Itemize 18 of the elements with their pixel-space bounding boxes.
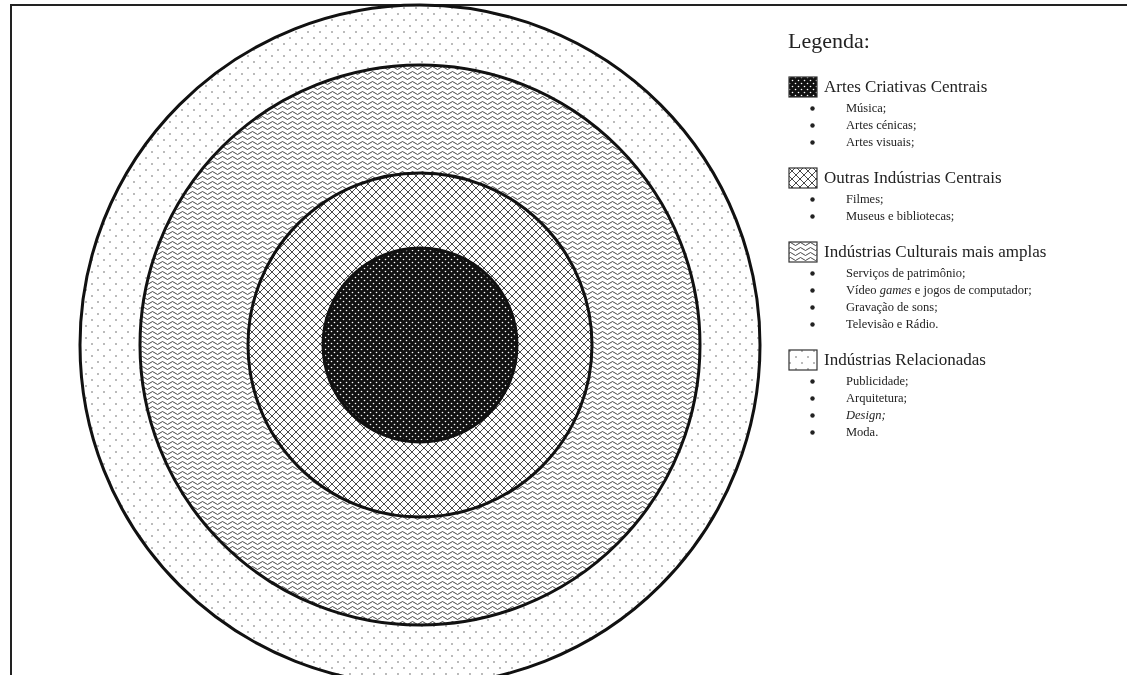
bullet-item: Vídeo games e jogos de computador; (845, 282, 1032, 299)
legend-label: Outras Indústrias Centrais (824, 168, 1002, 188)
legend-label: Artes Criativas Centrais (824, 77, 988, 97)
legend-title: Legenda: (788, 28, 870, 54)
bullet-item: Arquitetura; (845, 390, 908, 407)
bullet-item: Museus e bibliotecas; (845, 208, 955, 225)
bullet-item: Filmes; (845, 191, 884, 208)
bullet-item: Televisão e Rádio. (845, 316, 939, 333)
bullet-item: Artes cénicas; (845, 117, 917, 134)
legend-label: Indústrias Culturais mais amplas (824, 242, 1047, 262)
bullet-item: Serviços de patrimônio; (845, 265, 966, 282)
bullet-item: Publicidade; (845, 373, 909, 390)
bullet-item: Design; (845, 407, 886, 424)
bullet-item: Moda. (845, 424, 879, 441)
bullet-item: Gravação de sons; (845, 299, 938, 316)
bullet-item: Música; (845, 100, 887, 117)
bullet-item: Artes visuais; (845, 134, 915, 151)
legend-label: Indústrias Relacionadas (824, 350, 986, 370)
